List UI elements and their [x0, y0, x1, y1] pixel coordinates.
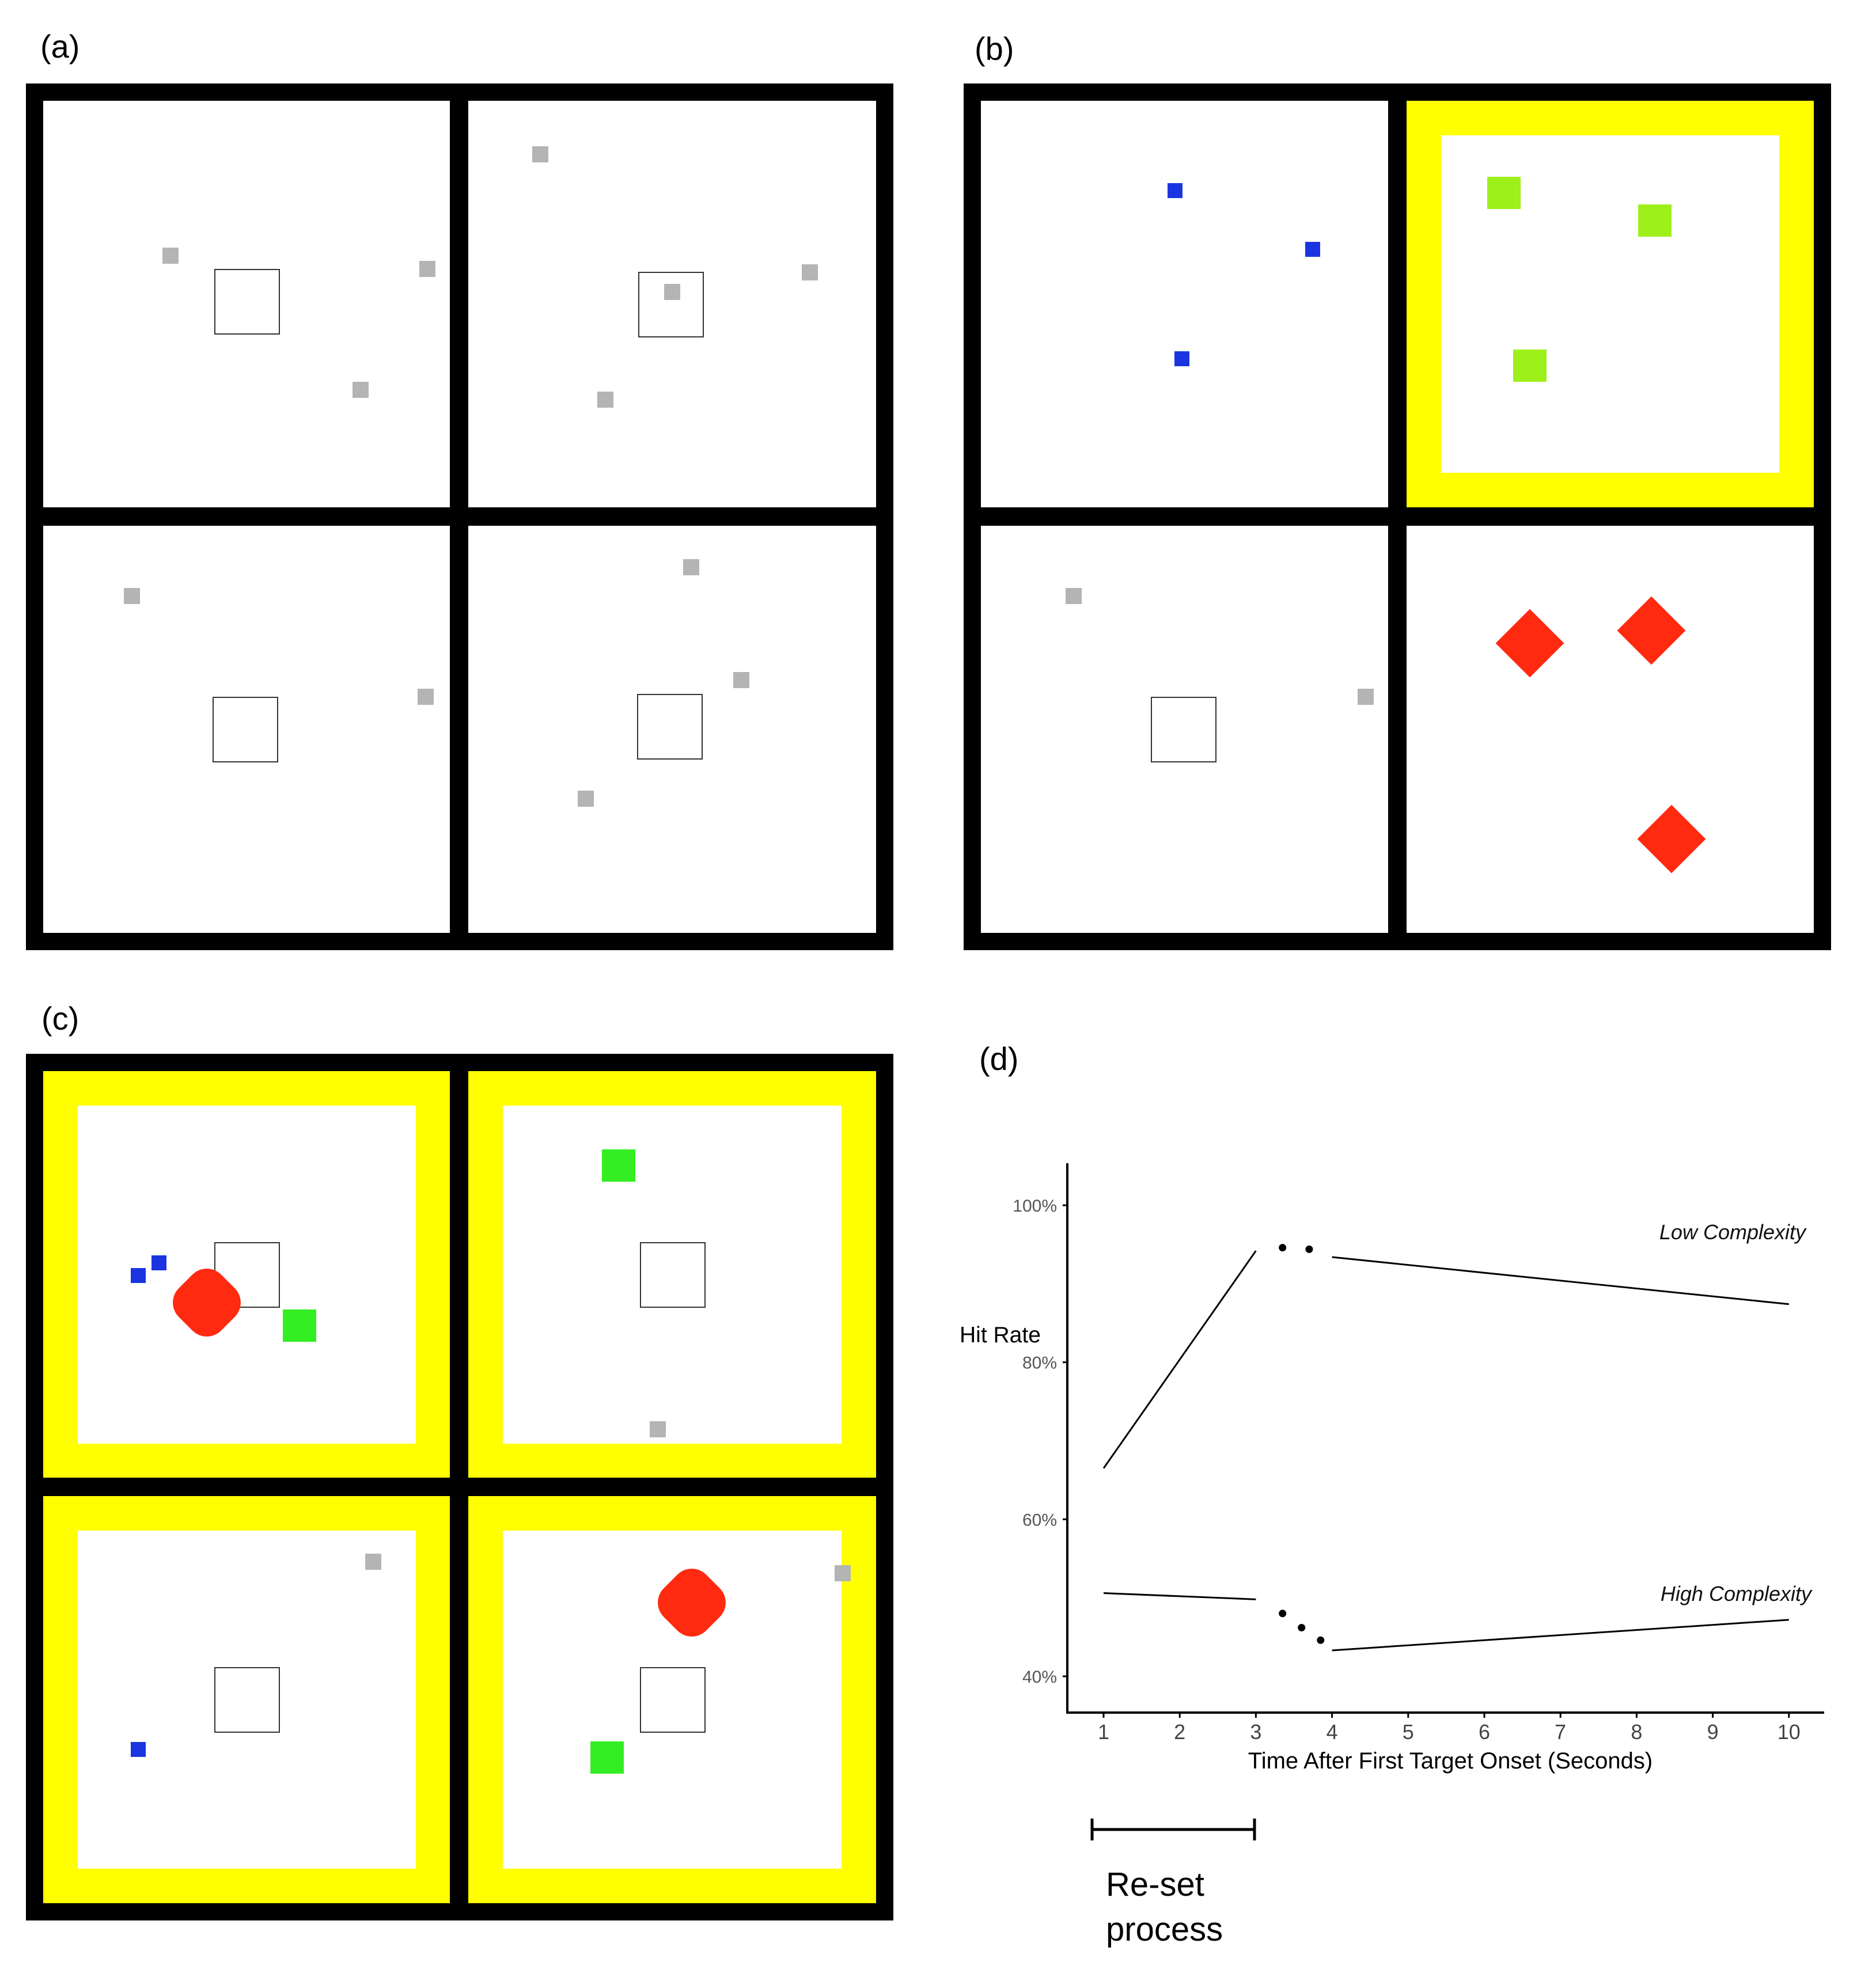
quadrant-inner-area [503, 1106, 842, 1444]
high-complexity-dot [1279, 1610, 1287, 1618]
fixation-square [214, 269, 280, 335]
high-complexity-label: High Complexity [1661, 1582, 1813, 1605]
display-c [26, 1054, 893, 1920]
panel-label-d: (d) [979, 1041, 1019, 1077]
x-tick-label: 3 [1250, 1720, 1261, 1744]
distractor-square [353, 382, 369, 398]
quadrant-top-left [981, 101, 1388, 507]
green-target [1513, 350, 1547, 382]
quadrant-top-left [43, 101, 450, 507]
high-complexity-line [1103, 1592, 1256, 1600]
red-diamond-target [1617, 596, 1686, 665]
quadrant-inner-area [78, 1106, 416, 1444]
distractor-square [802, 264, 818, 280]
quadrant-bottom-right [468, 526, 876, 933]
quadrant-bottom-right [1407, 526, 1814, 933]
x-tick-label: 9 [1707, 1720, 1719, 1744]
fixation-square [640, 1667, 706, 1733]
distractor-square [418, 689, 434, 705]
fixation-square [213, 697, 278, 762]
low-complexity-line [1102, 1250, 1257, 1469]
distractor-square [650, 1421, 666, 1437]
distractor-square [733, 672, 749, 688]
high-complexity-line [1332, 1619, 1789, 1652]
distractor-square [578, 791, 594, 807]
blue-target [151, 1255, 166, 1270]
y-tick-label: 100% [1013, 1197, 1057, 1216]
y-tick-label: 60% [1022, 1510, 1057, 1529]
blue-target [1168, 183, 1183, 198]
x-tick-label: 4 [1327, 1720, 1338, 1744]
distractor-square [1358, 689, 1374, 705]
x-tick-label: 8 [1631, 1720, 1642, 1744]
distractor-square [124, 588, 140, 604]
distractor-square [532, 146, 548, 162]
distractor-square [365, 1554, 381, 1570]
y-tick-label: 80% [1022, 1354, 1057, 1373]
quadrant-bottom-left-highlighted [43, 1496, 450, 1903]
quadrant-top-right-highlighted [468, 1071, 876, 1478]
distractor-square [835, 1565, 851, 1581]
quadrant-bottom-left [43, 526, 450, 933]
x-tick-label: 1 [1098, 1720, 1109, 1744]
quadrant-top-right [468, 101, 876, 507]
blue-target [1174, 351, 1189, 366]
quadrant-top-right-highlighted [1407, 101, 1814, 507]
quadrant-inner-area [1441, 135, 1779, 473]
quadrant-inner-area [78, 1531, 416, 1869]
fixation-square [1151, 697, 1216, 762]
distractor-square [664, 284, 680, 300]
distractor-square [419, 261, 435, 277]
distractor-square [1066, 588, 1082, 604]
display-a [26, 83, 893, 950]
blue-target [1305, 242, 1320, 257]
quadrant-bottom-left [981, 526, 1388, 933]
blue-target [131, 1268, 146, 1283]
green-target [1487, 177, 1521, 209]
x-tick-label: 5 [1403, 1720, 1414, 1744]
fixation-square [214, 1667, 280, 1733]
fixation-square [637, 694, 703, 760]
x-tick-label: 6 [1479, 1720, 1490, 1744]
low-complexity-dot [1305, 1245, 1313, 1253]
green-target [590, 1741, 624, 1774]
red-diamond-target [1637, 804, 1706, 874]
panel-label-b: (b) [975, 31, 1014, 67]
low-complexity-dot [1279, 1244, 1287, 1252]
display-b [964, 83, 1831, 950]
fixation-square [640, 1242, 706, 1308]
x-axis-label: Time After First Target Onset (Seconds) [1248, 1748, 1653, 1774]
quadrant-top-left-highlighted [43, 1071, 450, 1478]
distractor-square [683, 559, 699, 575]
distractor-square [162, 248, 179, 264]
low-complexity-label: Low Complexity [1659, 1220, 1807, 1244]
x-tick-label: 7 [1555, 1720, 1566, 1744]
y-tick-label: 40% [1022, 1668, 1057, 1687]
green-target [602, 1149, 635, 1182]
low-complexity-line [1332, 1256, 1789, 1305]
panel-label-c: (c) [41, 1000, 79, 1037]
panel-label-a: (a) [40, 28, 80, 64]
high-complexity-dot [1317, 1636, 1325, 1644]
quadrant-bottom-right-highlighted [468, 1496, 876, 1903]
green-target [283, 1309, 316, 1342]
distractor-square [597, 392, 613, 408]
hit-rate-chart: Hit Rate Time After First Target Onset (… [960, 1163, 1824, 1948]
red-target [649, 1560, 734, 1645]
high-complexity-dot [1298, 1623, 1306, 1631]
quadrant-inner-area [503, 1531, 851, 1869]
blue-target [131, 1742, 146, 1757]
y-axis-label: Hit Rate [960, 1323, 1041, 1348]
fixation-square [638, 272, 704, 337]
x-tick-label: 2 [1174, 1720, 1185, 1744]
green-target [1638, 204, 1672, 237]
x-tick-label: 10 [1778, 1720, 1801, 1744]
red-diamond-target [1495, 609, 1564, 678]
reset-process-label: Re-set process [1106, 1866, 1223, 1948]
